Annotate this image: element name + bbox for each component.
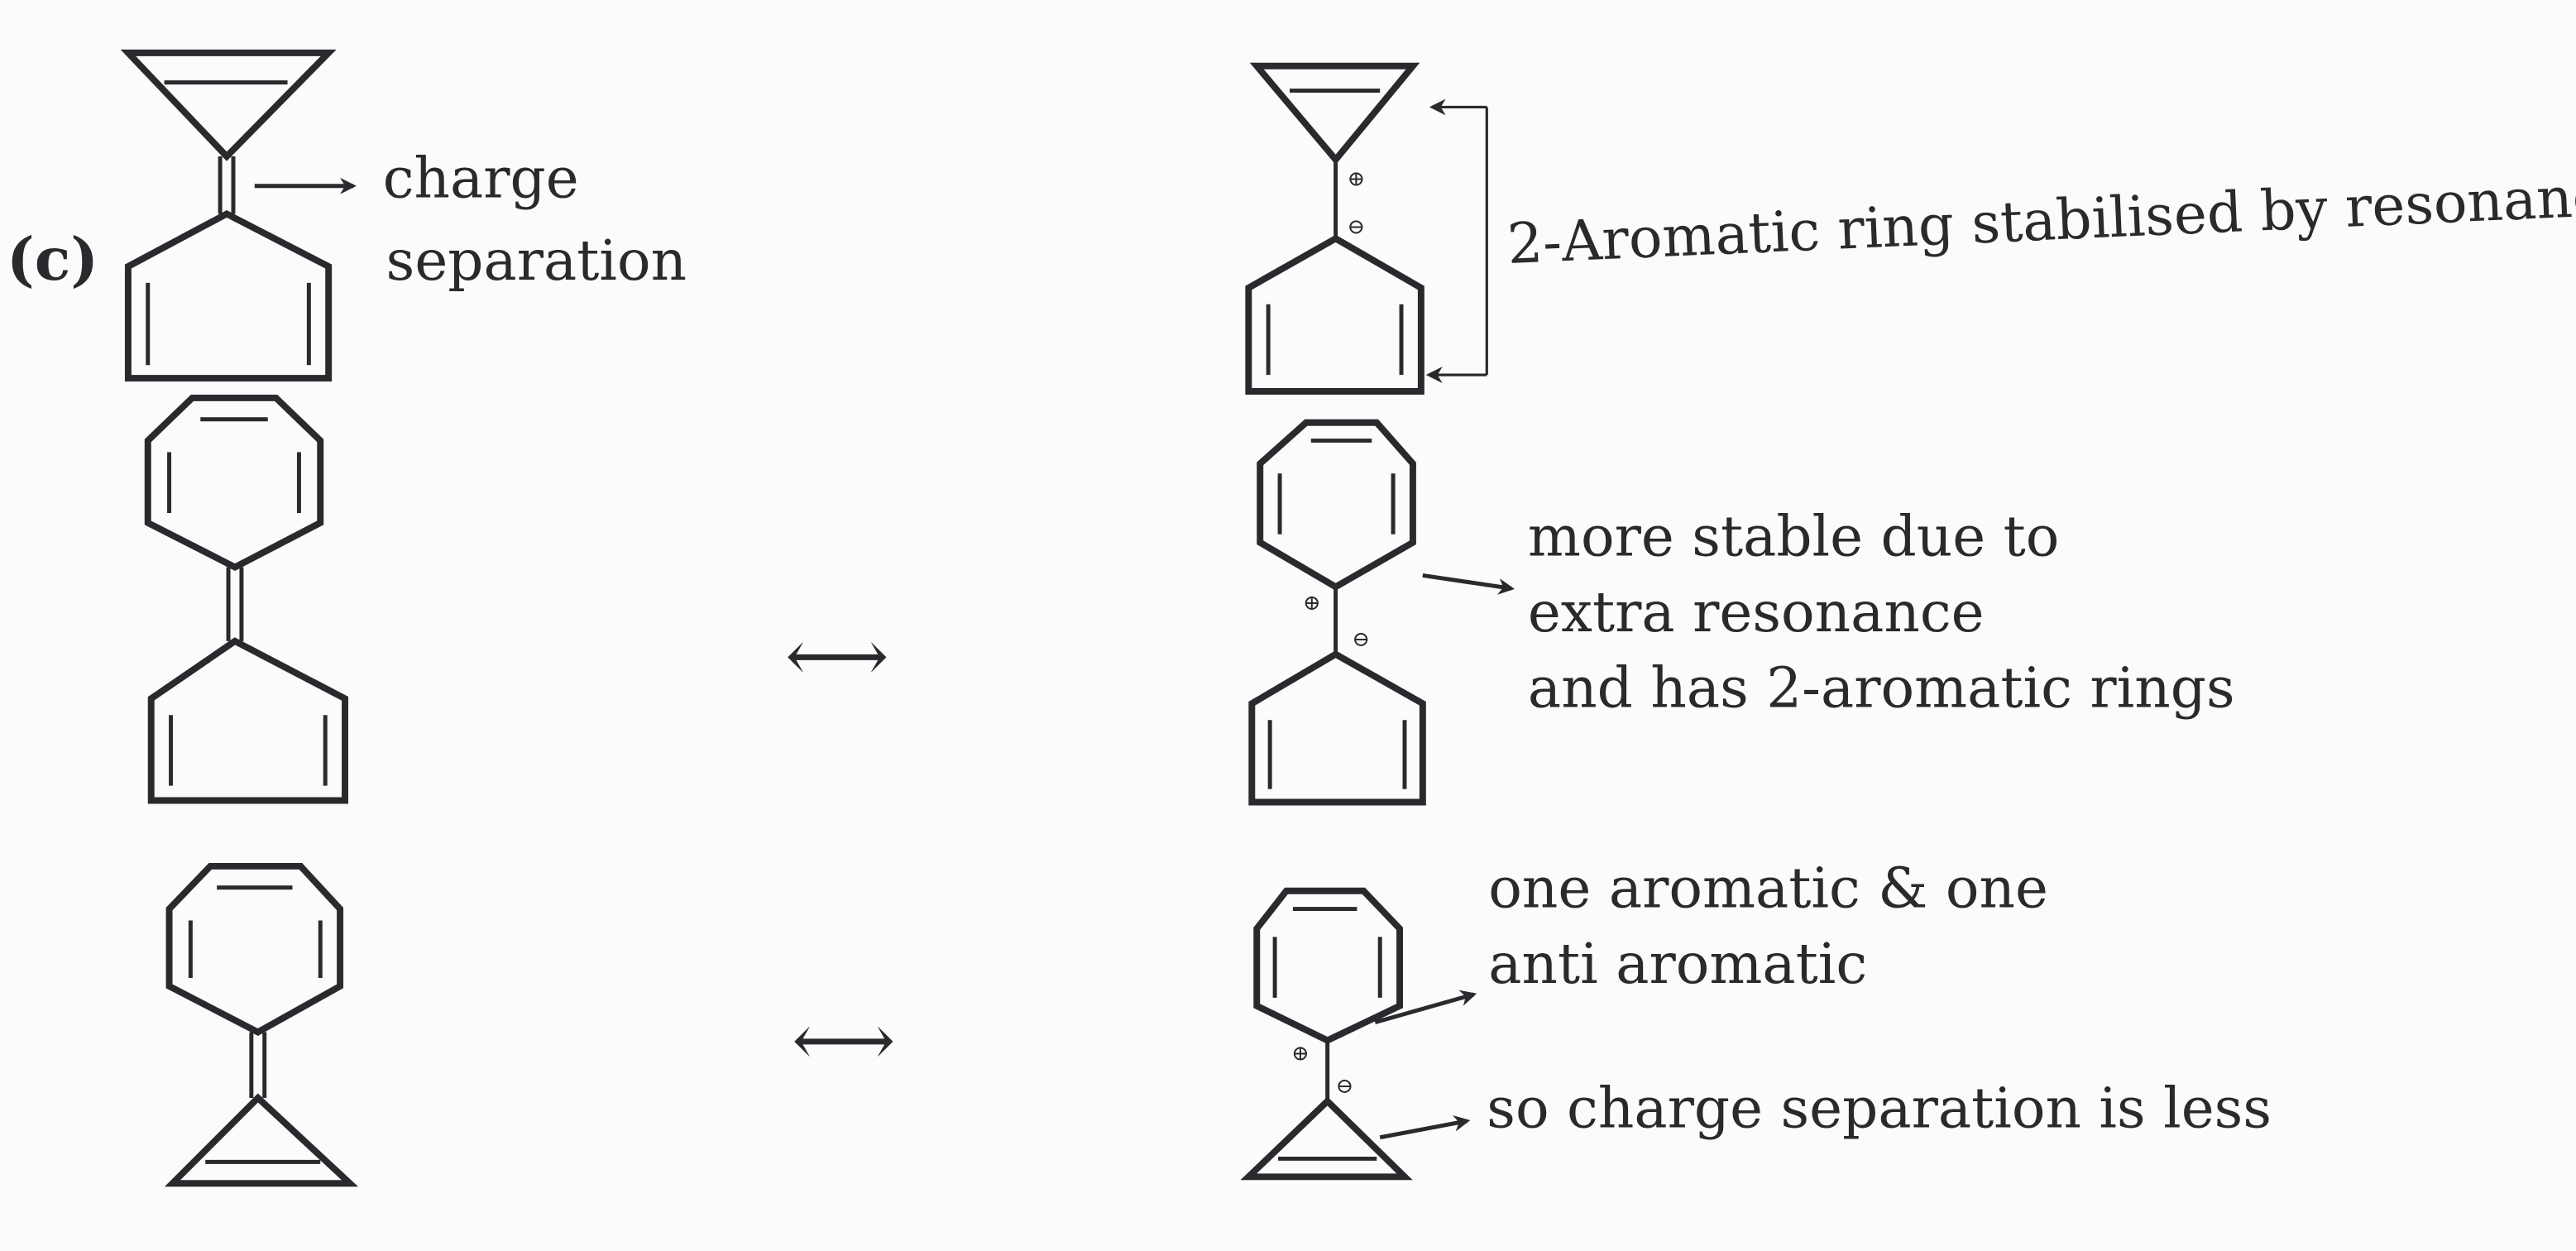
resonance-arrow-row2: ⟷ [785, 614, 888, 698]
molecule-row2-charged: ⊕ ⊖ [1248, 419, 1426, 806]
plus-charge: ⊕ [1347, 167, 1365, 192]
row1-note: 2-Aromatic ring stabilised by resonance [1506, 162, 2576, 277]
row3-note-line3: so charge separation is less [1487, 1076, 2272, 1141]
row2-note-line1: more stable due to [1528, 504, 2060, 569]
row3-note-line1: one aromatic & one [1488, 856, 2048, 921]
row3-note-arrow-bottom [1379, 1114, 1471, 1140]
minus-charge: ⊖ [1347, 214, 1365, 239]
plus-charge: ⊕ [1291, 1041, 1310, 1066]
row2-note-line3: and has 2-aromatic rings [1528, 654, 2235, 720]
molecule-row3-charged: ⊕ ⊖ [1240, 887, 1413, 1181]
molecule-row1-charged: ⊕ ⊖ [1245, 62, 1424, 395]
row2-note-arrow [1422, 573, 1515, 595]
charge-label: charge [383, 146, 579, 211]
molecule-row2-neutral [144, 394, 349, 804]
part-label: (c) [7, 224, 98, 294]
plus-charge: ⊕ [1303, 591, 1321, 616]
minus-charge: ⊖ [1352, 627, 1370, 652]
row3-note-line2: anti aromatic [1488, 931, 1867, 996]
separation-label: separation [386, 228, 687, 293]
row3-note-arrow-top [1374, 990, 1477, 1025]
resonance-arrow-row3: ⟷ [792, 998, 895, 1082]
molecule-row3-neutral [164, 862, 359, 1187]
minus-charge: ⊖ [1336, 1074, 1354, 1099]
row2-note-line2: extra resonance [1528, 579, 1985, 645]
molecule-row1-neutral [120, 49, 337, 382]
